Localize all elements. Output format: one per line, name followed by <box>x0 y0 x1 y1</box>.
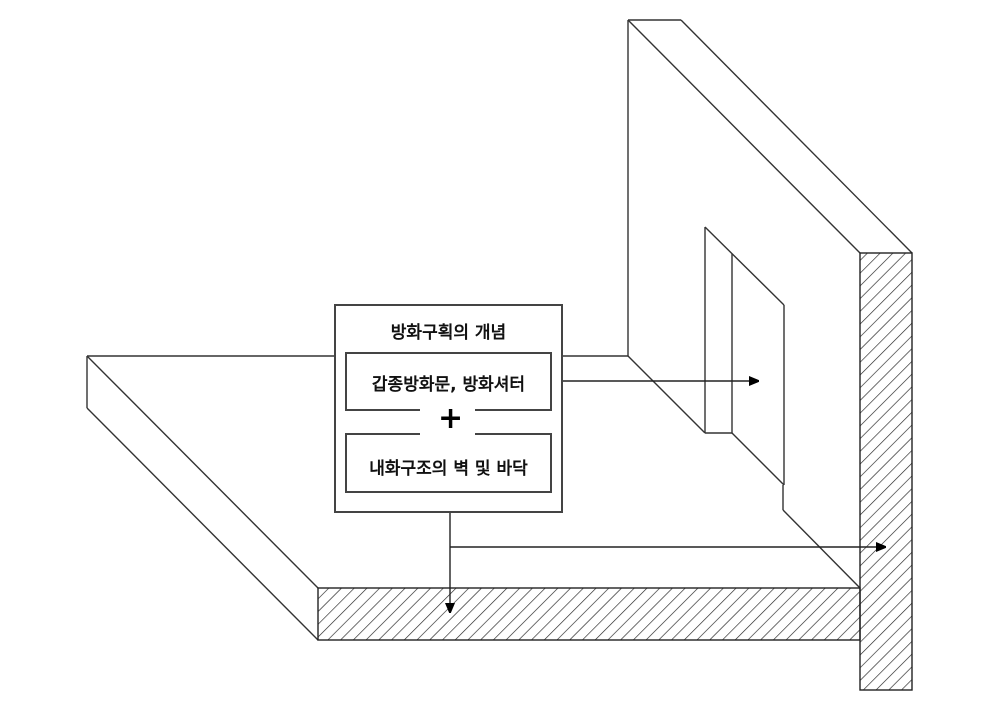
item-box-2 <box>345 433 552 493</box>
divider <box>475 409 552 411</box>
plus-icon: + <box>438 401 464 436</box>
item-box-1 <box>345 352 552 411</box>
divider <box>345 433 420 435</box>
divider <box>345 409 420 411</box>
floor-section-hatch <box>317 587 861 641</box>
wall-section-hatch <box>859 252 913 691</box>
fire-door-opening <box>704 226 785 510</box>
concept-title: 방화구획의 개념 <box>390 323 507 343</box>
item-fire-door-shutter: 갑종방화문, 방화셔터 <box>371 375 526 395</box>
floor-slab <box>86 355 861 641</box>
wall <box>627 19 913 691</box>
item-fire-resistant-wall-floor: 내화구조의 벽 및 바닥 <box>369 459 528 479</box>
divider <box>475 433 552 435</box>
